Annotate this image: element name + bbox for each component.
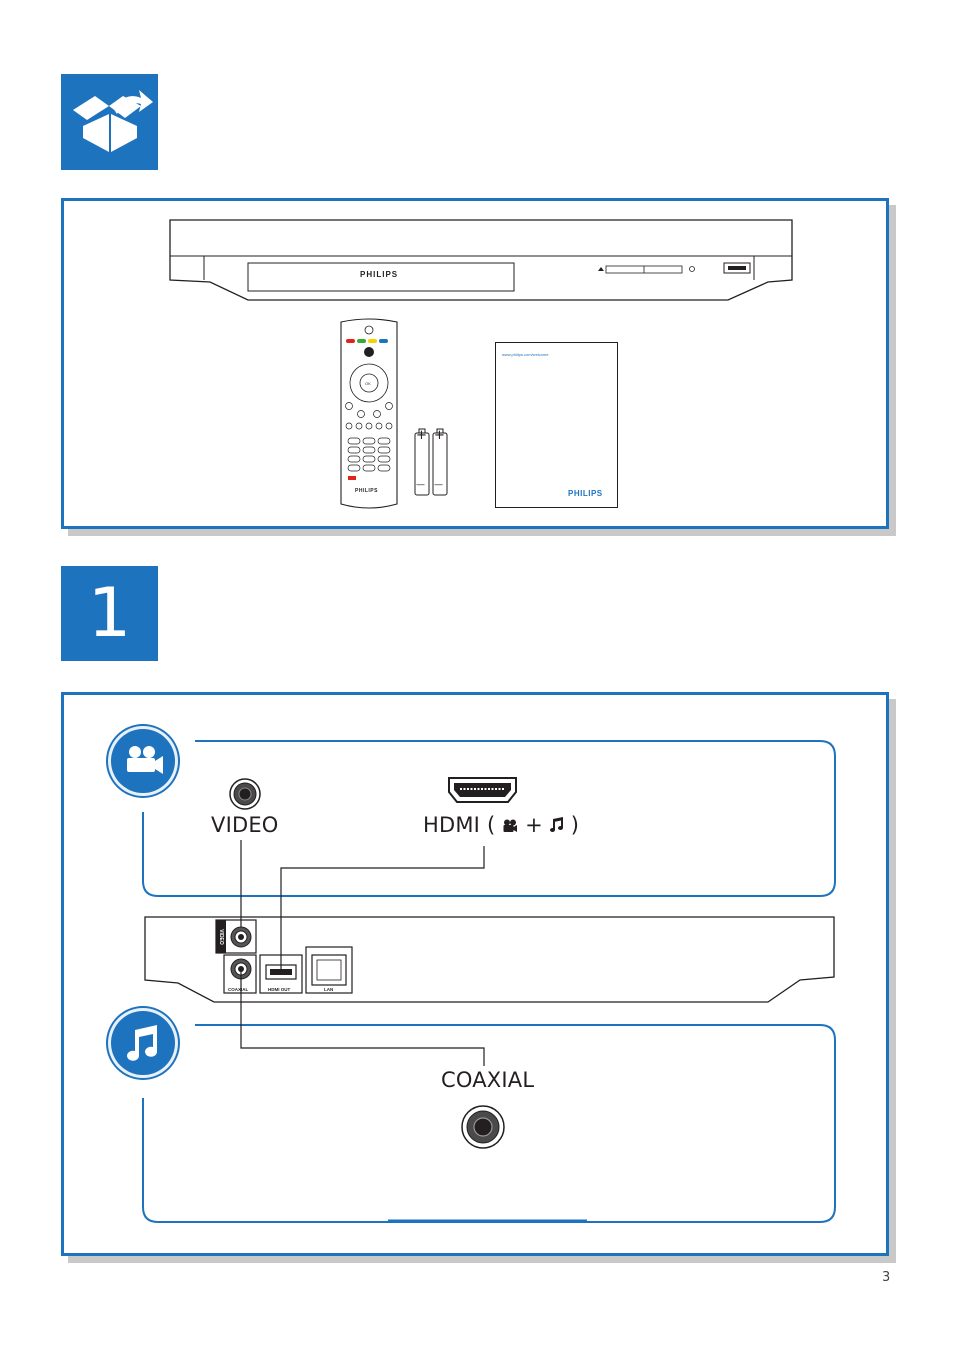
- batteries-illustration: [414, 428, 448, 496]
- remote-ok-label: OK: [365, 381, 371, 386]
- battery-minus-1: —: [416, 480, 425, 490]
- hdmi-label-text: HDMI (: [423, 813, 496, 837]
- page-number: 3: [882, 1270, 891, 1285]
- camera-icon: [503, 819, 518, 832]
- box-contents-panel: PHILIPS OK PHILIPS + + — — w: [61, 198, 889, 529]
- step-number: 1: [87, 574, 132, 653]
- video-label: VIDEO: [211, 813, 279, 837]
- player-front-illustration: [169, 219, 793, 301]
- battery-plus-1: +: [416, 428, 427, 443]
- unbox-section-icon-tile: [61, 74, 158, 170]
- user-manual-illustration: www.philips.com/welcome PHILIPS: [495, 342, 618, 508]
- open-box-icon: [73, 90, 153, 152]
- audio-section-badge: [108, 1008, 178, 1078]
- hdmi-plus: +: [525, 813, 543, 837]
- rear-lan-label: LAN: [324, 987, 334, 992]
- manual-brand-label: PHILIPS: [568, 489, 603, 498]
- player-brand-label: PHILIPS: [360, 270, 399, 279]
- remote-control-illustration: [340, 318, 398, 509]
- coaxial-label: COAXIAL: [441, 1068, 535, 1092]
- music-note-icon: [127, 1025, 157, 1061]
- camera-icon: [127, 746, 163, 774]
- manual-url: www.philips.com/welcome: [502, 352, 549, 357]
- remote-brand-label: PHILIPS: [355, 488, 378, 494]
- battery-plus-2: +: [434, 428, 445, 443]
- hdmi-close: ): [570, 813, 580, 837]
- step-number-tile: 1: [61, 566, 158, 661]
- rear-video-label: VIDEO: [217, 929, 224, 945]
- battery-minus-2: —: [434, 480, 443, 490]
- hdmi-label: HDMI ( + ): [423, 813, 579, 837]
- rear-coaxial-label: COAXIAL: [228, 987, 249, 992]
- music-note-icon: [549, 817, 563, 832]
- video-section-badge: [108, 726, 178, 796]
- rear-hdmi-label: HDMI OUT: [268, 987, 291, 992]
